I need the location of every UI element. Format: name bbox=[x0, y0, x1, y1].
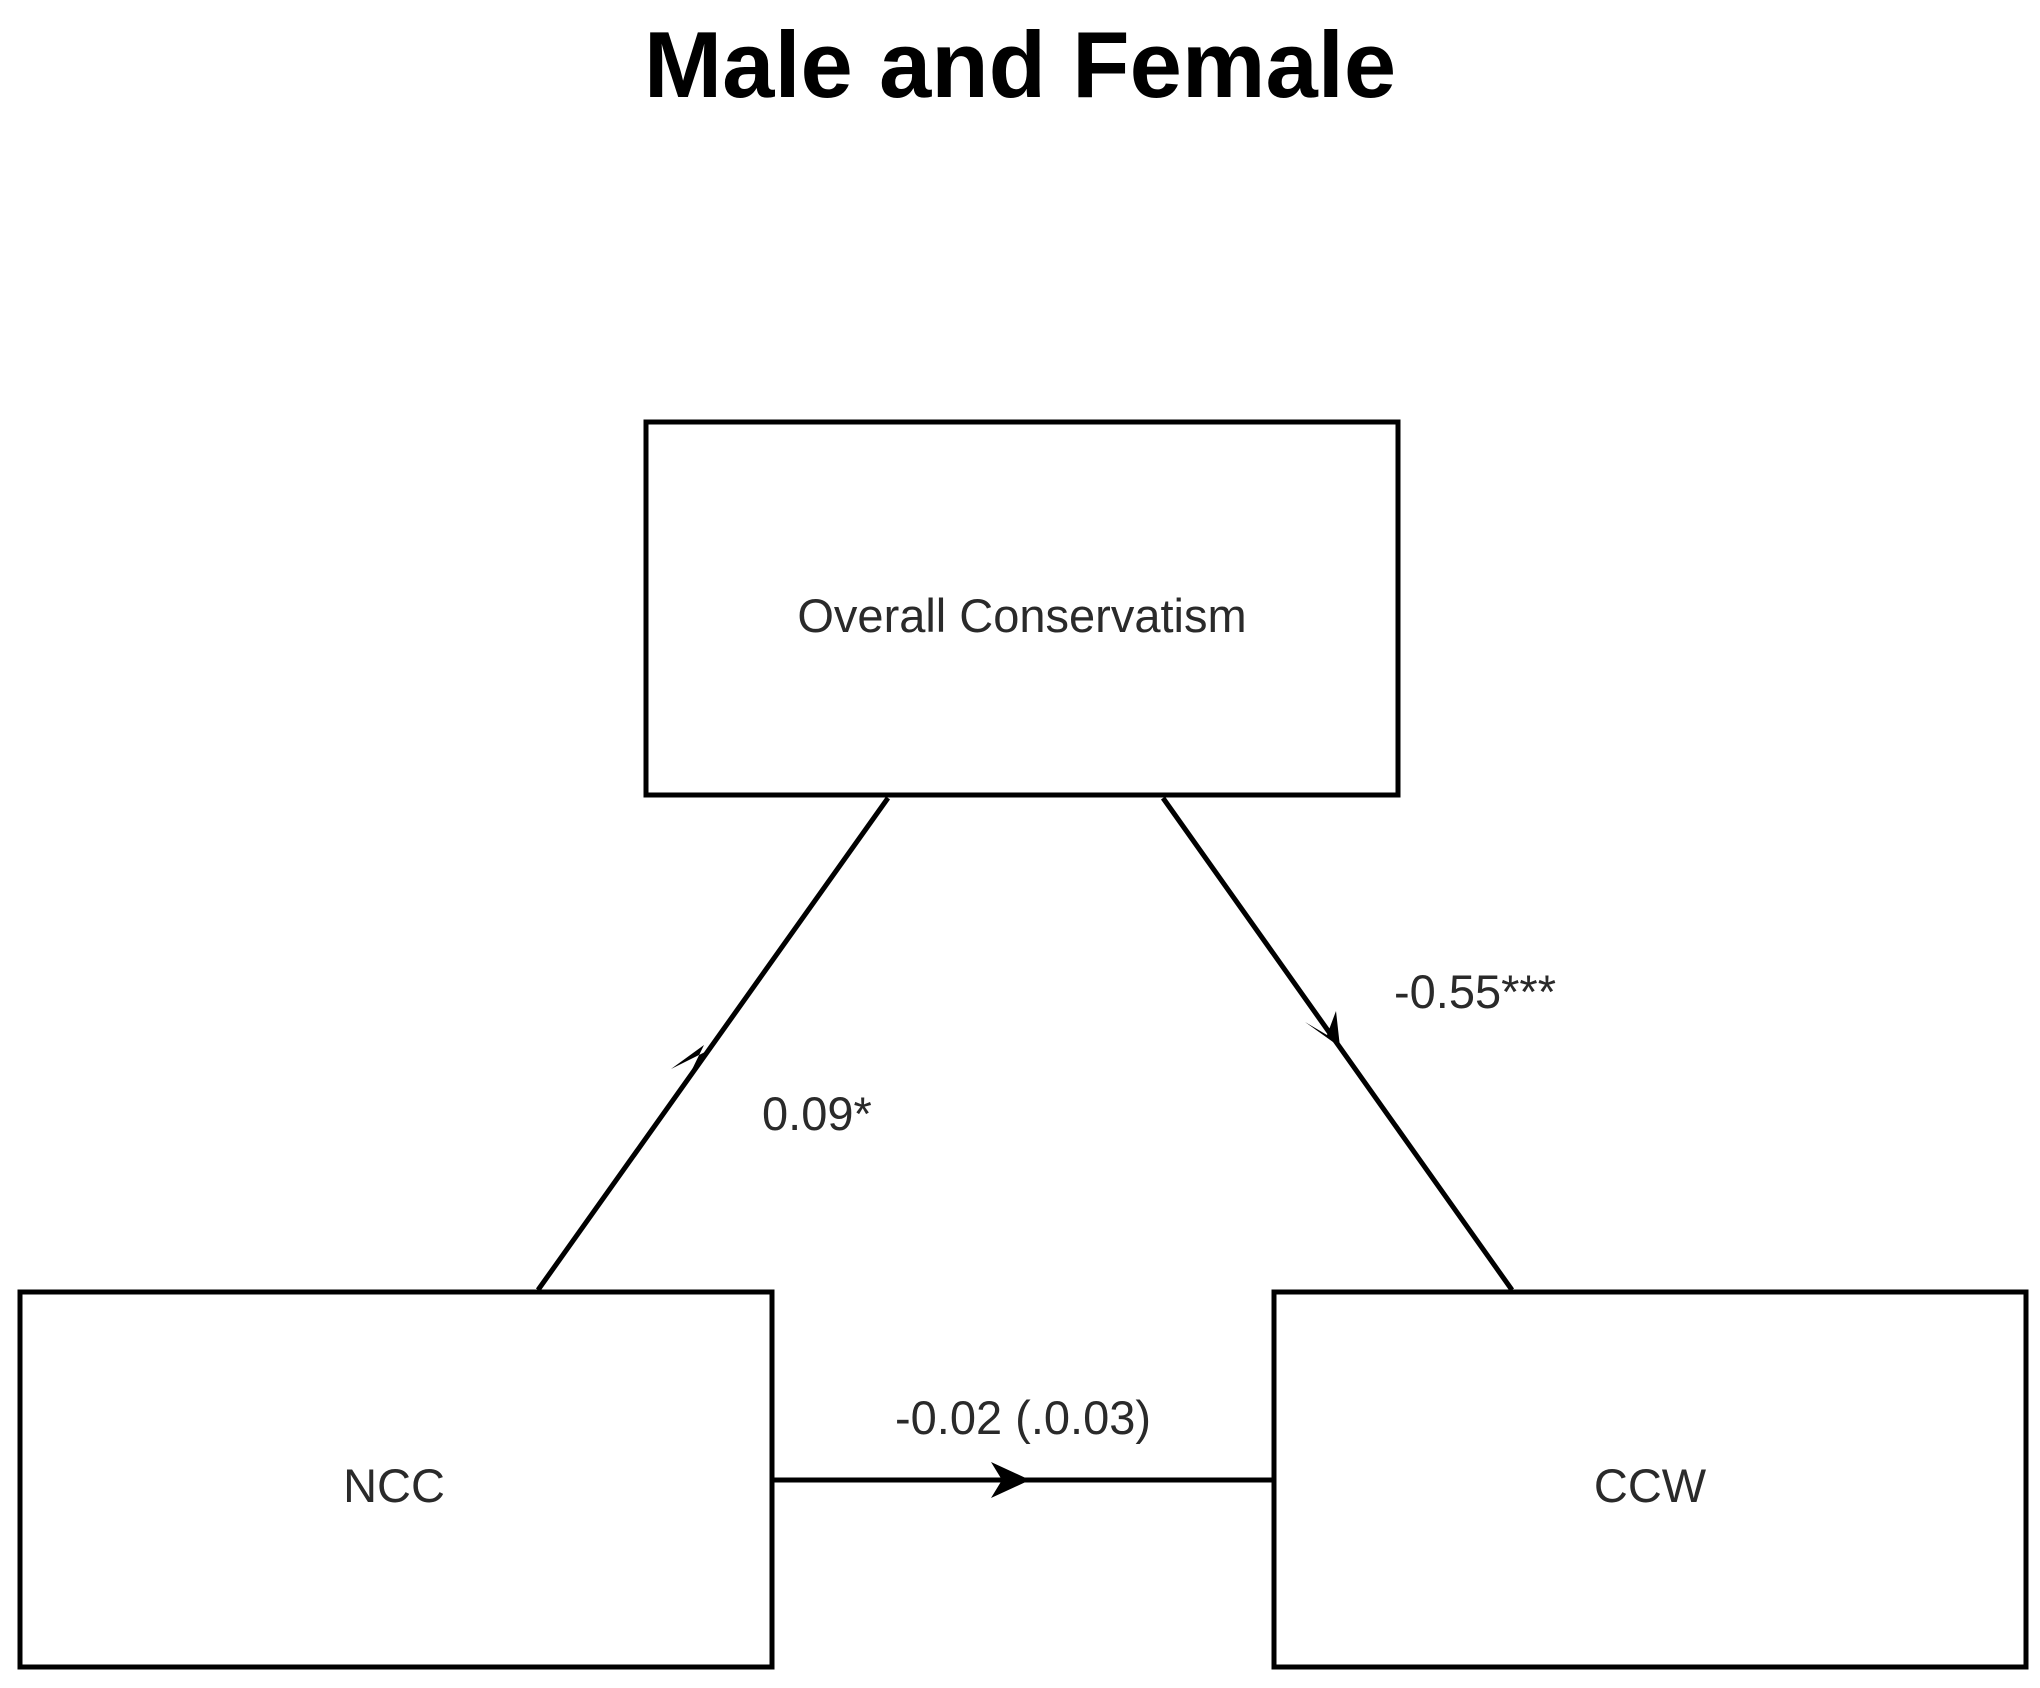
predictor-box bbox=[17, 1289, 775, 1670]
path-a-arrowhead bbox=[671, 1045, 707, 1086]
path-c-label: -0.02 (.0.03) bbox=[895, 1391, 1151, 1444]
diagram-title: Male and Female bbox=[643, 12, 1397, 117]
path-b-arrowhead bbox=[1305, 1011, 1340, 1047]
mediator-label: Overall Conservatism bbox=[797, 589, 1246, 642]
outcome-label: CCW bbox=[1594, 1459, 1707, 1512]
mediator-box bbox=[643, 419, 1401, 798]
predictor-label: NCC bbox=[343, 1459, 445, 1512]
outcome-box bbox=[1271, 1289, 2029, 1670]
path-b-label: -0.55*** bbox=[1394, 965, 1556, 1018]
path-a-line bbox=[535, 796, 891, 1292]
path-c-arrowhead bbox=[991, 1462, 1030, 1498]
path-a-label: 0.09* bbox=[762, 1087, 872, 1140]
